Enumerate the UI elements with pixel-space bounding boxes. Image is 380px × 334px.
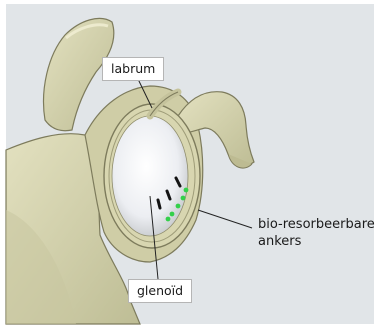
anchor-dot	[176, 204, 181, 209]
anchors-label: bio-resorbeerbare ankers	[258, 216, 375, 250]
anchors-label-line1: bio-resorbeerbare	[258, 216, 375, 233]
anchor-dot	[184, 188, 189, 193]
glenoid-cartilage	[112, 116, 188, 236]
anchor-dot	[181, 196, 186, 201]
anchor-dot	[170, 212, 175, 217]
anchor-dot	[166, 217, 171, 222]
glenoid-label: glenoïd	[128, 279, 192, 303]
anchors-label-line2: ankers	[258, 233, 375, 250]
labrum-label: labrum	[102, 57, 164, 81]
anchor-mark	[158, 200, 160, 208]
